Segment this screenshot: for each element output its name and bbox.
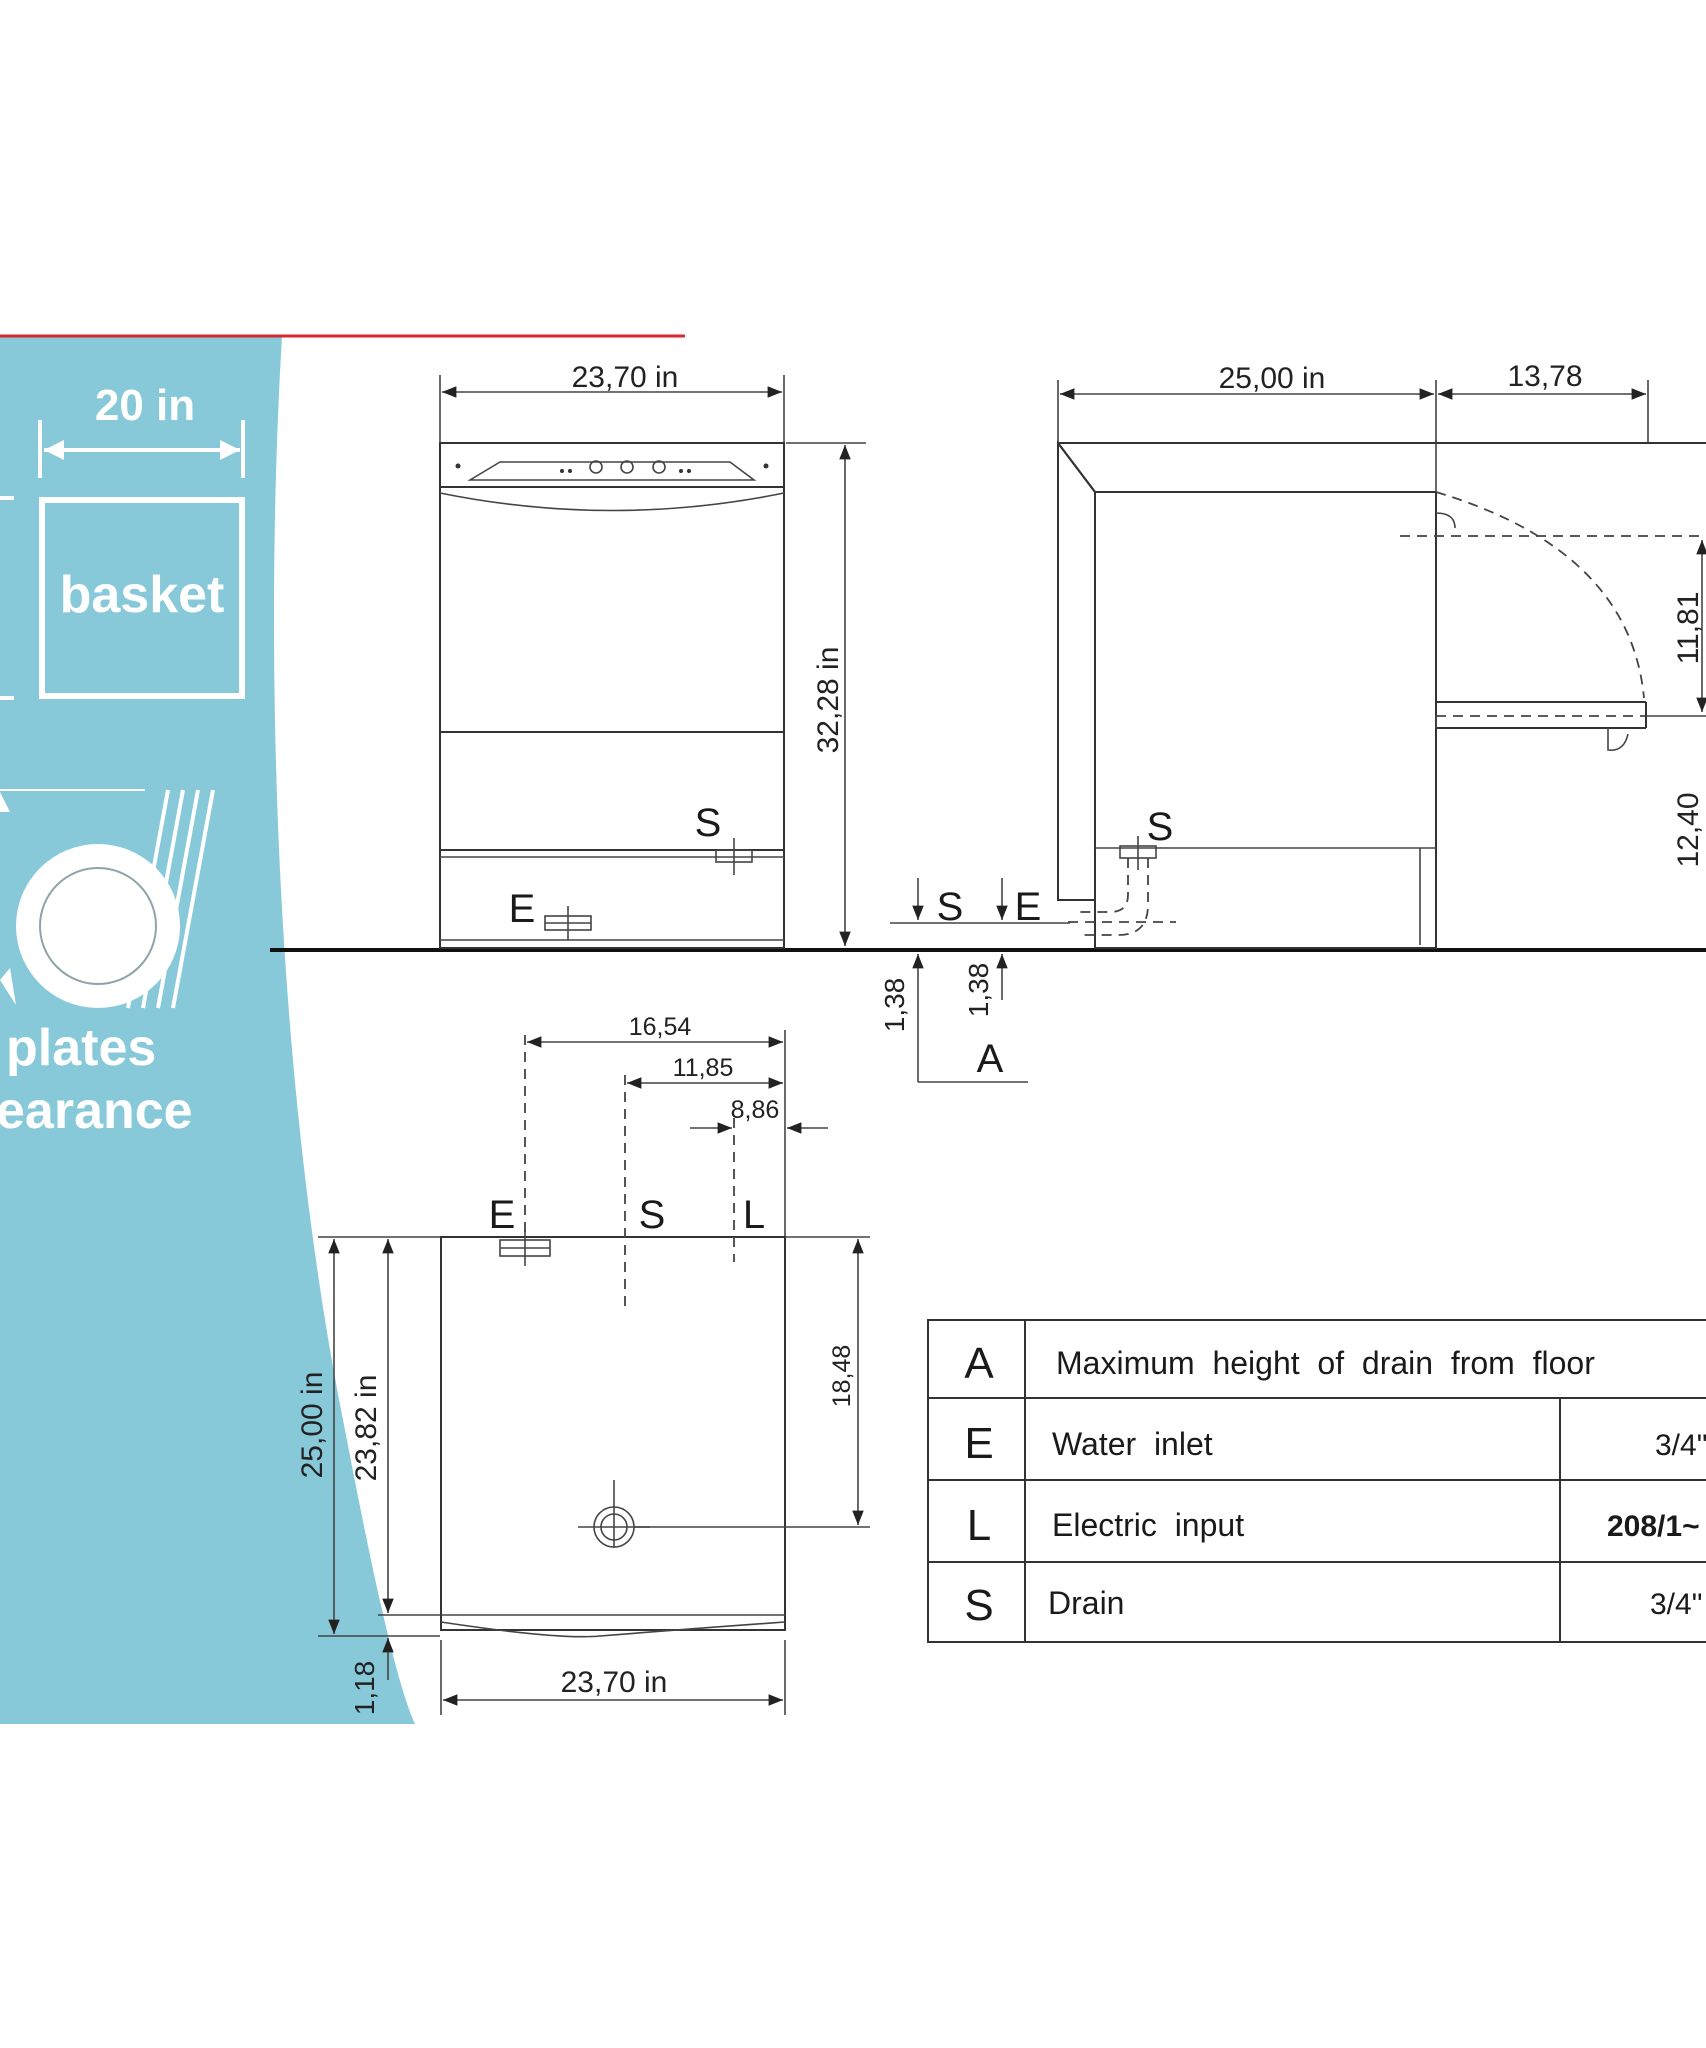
top-dim-s: 11,85 <box>673 1054 734 1082</box>
legend-value: 208/1~ <box>1607 1510 1700 1543</box>
detail-height-e: 1,38 <box>963 963 994 1018</box>
basket-box <box>39 497 245 699</box>
top-dim-e: 16,54 <box>629 1013 692 1041</box>
top-depth-offset: 1,18 <box>349 1661 380 1716</box>
plates-label: plates <box>6 1019 156 1077</box>
legend-table: A Maximum height of drain from floor E W… <box>927 1319 1706 1643</box>
legend-description: Drain <box>1048 1585 1124 1621</box>
legend-code: E <box>964 1419 993 1468</box>
legend-value: 3/4" <box>1655 1429 1706 1462</box>
top-view: 16,54 11,85 8,86 E S L 25,00 in 23,82 in… <box>296 1013 870 1715</box>
detail-height-s: 1,38 <box>879 978 910 1033</box>
front-view: S E 23,70 in 32,28 in <box>439 361 866 949</box>
top-width-dim: 23,70 in <box>561 1666 668 1699</box>
legend-description: Water inlet <box>1052 1426 1213 1462</box>
top-inlet-fitting <box>499 1230 551 1266</box>
panel-width-label: 20 in <box>95 381 195 430</box>
detail-label-e: E <box>1015 885 1042 929</box>
front-width-dim: 23,70 in <box>572 361 679 394</box>
front-label-e: E <box>509 887 536 931</box>
top-drain-pos: 18,48 <box>828 1345 856 1408</box>
legend-row: A Maximum height of drain from floor <box>964 1339 1595 1388</box>
legend-row: S Drain 3/4" <box>964 1581 1702 1630</box>
detail-label-s: S <box>937 885 964 929</box>
info-panel: 20 in basket plates earance <box>0 334 685 1724</box>
legend-description: Electric input <box>1052 1507 1244 1543</box>
plate-icon <box>0 789 215 1009</box>
basket-label: basket <box>60 566 225 624</box>
top-label-s: S <box>639 1193 666 1237</box>
front-label-s: S <box>695 801 722 845</box>
drain-height-detail: S E 1,38 1,38 A <box>879 878 1070 1083</box>
top-drain-fitting <box>578 1480 650 1548</box>
top-label-e: E <box>489 1193 516 1237</box>
side-label-s: S <box>1147 805 1174 849</box>
clearance-label: earance <box>0 1082 193 1140</box>
side-drain-pipe <box>1068 836 1176 936</box>
top-dim-l: 8,86 <box>731 1096 780 1124</box>
legend-row: E Water inlet 3/4" <box>964 1419 1706 1468</box>
side-depth-dim: 25,00 in <box>1219 362 1326 395</box>
legend-code: L <box>967 1501 991 1550</box>
legend-row: L Electric input 208/1~ <box>967 1501 1700 1550</box>
door-depth-dim: 13,78 <box>1507 360 1582 393</box>
top-depth-body: 23,82 in <box>350 1375 383 1482</box>
upper-height-dim: 11,81 <box>1672 592 1705 665</box>
lower-height-dim: 12,40 <box>1672 792 1705 867</box>
legend-description: Maximum height of drain from floor <box>1056 1345 1595 1381</box>
front-inlet-fitting <box>544 906 592 940</box>
top-depth-total: 25,00 in <box>296 1372 329 1479</box>
front-drain-fitting <box>715 838 753 875</box>
legend-code: S <box>964 1581 993 1630</box>
legend-code: A <box>964 1339 994 1388</box>
detail-label-a: A <box>977 1037 1004 1081</box>
front-height-dim: 32,28 in <box>812 647 845 754</box>
legend-value: 3/4" <box>1650 1588 1702 1621</box>
top-label-l: L <box>743 1193 765 1237</box>
side-view: S 25,00 in 13,78 11,81 12,40 <box>1057 360 1706 949</box>
